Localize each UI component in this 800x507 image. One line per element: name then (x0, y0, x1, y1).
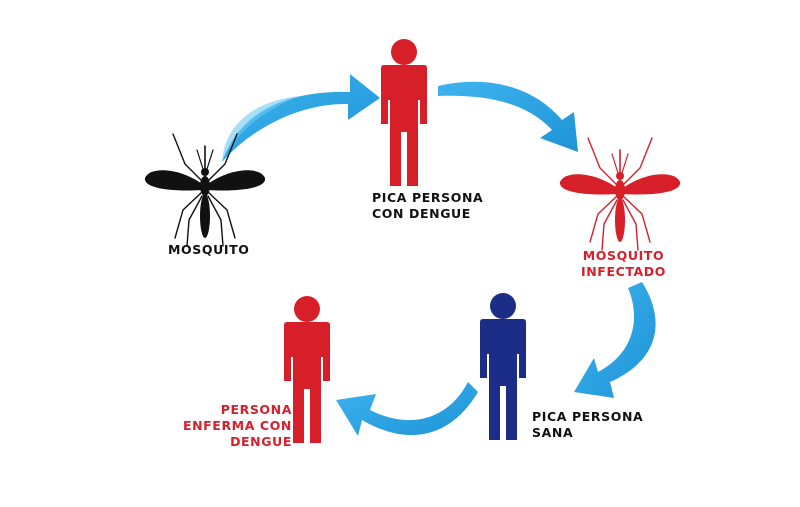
person-with-dengue-icon (381, 39, 427, 186)
label-line: INFECTADO (581, 264, 666, 279)
label-line: CON DENGUE (372, 206, 471, 221)
arrow-shape (336, 382, 478, 436)
label-line: MOSQUITO (168, 242, 250, 257)
label-line: SANA (532, 425, 574, 440)
infected-mosquito-icon (559, 137, 681, 251)
arrow-shape (438, 81, 578, 152)
arrow-highlight (222, 96, 300, 162)
label-line: PERSONA (220, 402, 292, 417)
arrow-healthy-person-to-sick-person (336, 382, 478, 436)
mosquito-icon (144, 133, 266, 247)
label-line: PICA PERSONA (532, 409, 644, 424)
label-line: DENGUE (230, 434, 292, 449)
arrow-infected-mosquito-to-healthy-person (574, 282, 656, 398)
label-mosquito: MOSQUITO (168, 242, 249, 258)
label-line: ENFERMA CON (182, 418, 292, 433)
healthy-person-icon (480, 293, 526, 440)
arrow-person-to-infected-mosquito (438, 81, 578, 152)
arrow-shape (574, 282, 656, 398)
arrow-shape (222, 74, 380, 162)
label-line: MOSQUITO (582, 248, 665, 263)
arrow-mosquito-to-person (222, 74, 380, 162)
label-line: PICA PERSONA (372, 190, 484, 205)
